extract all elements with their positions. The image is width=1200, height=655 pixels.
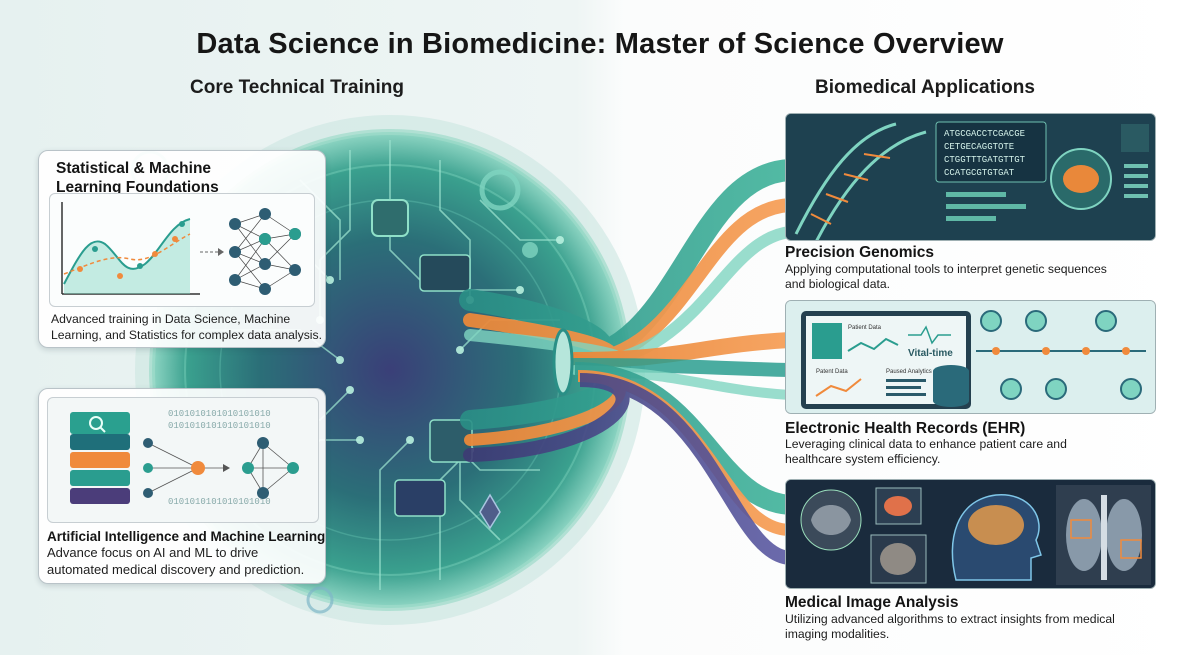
medical-imaging-illustration bbox=[785, 479, 1156, 589]
application-title: Electronic Health Records (EHR) bbox=[785, 420, 1026, 437]
application-title: Medical Image Analysis bbox=[785, 594, 959, 611]
svg-text:CCATGCGTGTGAT: CCATGCGTGTGAT bbox=[944, 168, 1015, 178]
layered-stack-icon bbox=[70, 412, 130, 504]
svg-text:CETGECAGGTOTE: CETGECAGGTOTE bbox=[944, 142, 1014, 152]
svg-text:0101010101010101010: 0101010101010101010 bbox=[168, 421, 271, 431]
svg-text:Paused Analytics: Paused Analytics bbox=[886, 369, 932, 375]
application-description: Utilizing advanced algorithms to extract… bbox=[785, 612, 1115, 641]
binary-text: 0101010101010101010 bbox=[168, 409, 271, 419]
card-title: Artificial Intelligence and Machine Lear… bbox=[47, 529, 326, 544]
card-title: Statistical & Machine Learning Foundatio… bbox=[56, 160, 219, 196]
chest-xray-icon bbox=[1056, 485, 1151, 585]
svg-text:CTGGTTTGATGTTGT: CTGGTTTGATGTTGT bbox=[944, 155, 1026, 165]
convergence-ring bbox=[552, 328, 574, 396]
ai-ml-card: 0101010101010101010 0101010101010101010 … bbox=[38, 388, 326, 584]
page-title: Data Science in Biomedicine: Master of S… bbox=[196, 28, 1004, 60]
statistical-ml-card: Statistical & Machine Learning Foundatio… bbox=[38, 150, 326, 348]
svg-text:Vital-time: Vital-time bbox=[908, 348, 953, 359]
data-flow-streams bbox=[459, 159, 801, 565]
svg-text:Patent Data: Patent Data bbox=[816, 369, 848, 375]
svg-text:Patient Data: Patient Data bbox=[848, 325, 882, 331]
card-description: Advance focus on AI and ML to drive auto… bbox=[47, 545, 305, 577]
chart-network-illustration bbox=[49, 193, 315, 307]
biomedical-applications-heading: Biomedical Applications bbox=[815, 77, 1035, 98]
application-description: Applying computational tools to interpre… bbox=[785, 262, 1107, 291]
application-title: Precision Genomics bbox=[785, 244, 935, 261]
svg-text:ATGCGACCTCGACGE: ATGCGACCTCGACGE bbox=[944, 129, 1025, 139]
brain-scan-icon bbox=[800, 489, 862, 551]
ehr-illustration: Patient Data Vital-time Patent Data Paus… bbox=[785, 300, 1156, 414]
genomics-illustration: ATGCGACCTCGACGE CETGECAGGTOTE CTGGTTTGAT… bbox=[785, 113, 1156, 241]
svg-text:0101010101010101010: 0101010101010101010 bbox=[168, 497, 271, 507]
head-profile-icon bbox=[951, 494, 1042, 581]
core-training-heading: Core Technical Training bbox=[190, 77, 404, 98]
card-description: Advanced training in Data Science, Machi… bbox=[51, 312, 322, 342]
application-description: Leveraging clinical data to enhance pati… bbox=[785, 437, 1067, 466]
ai-network-illustration: 0101010101010101010 0101010101010101010 … bbox=[47, 397, 319, 523]
